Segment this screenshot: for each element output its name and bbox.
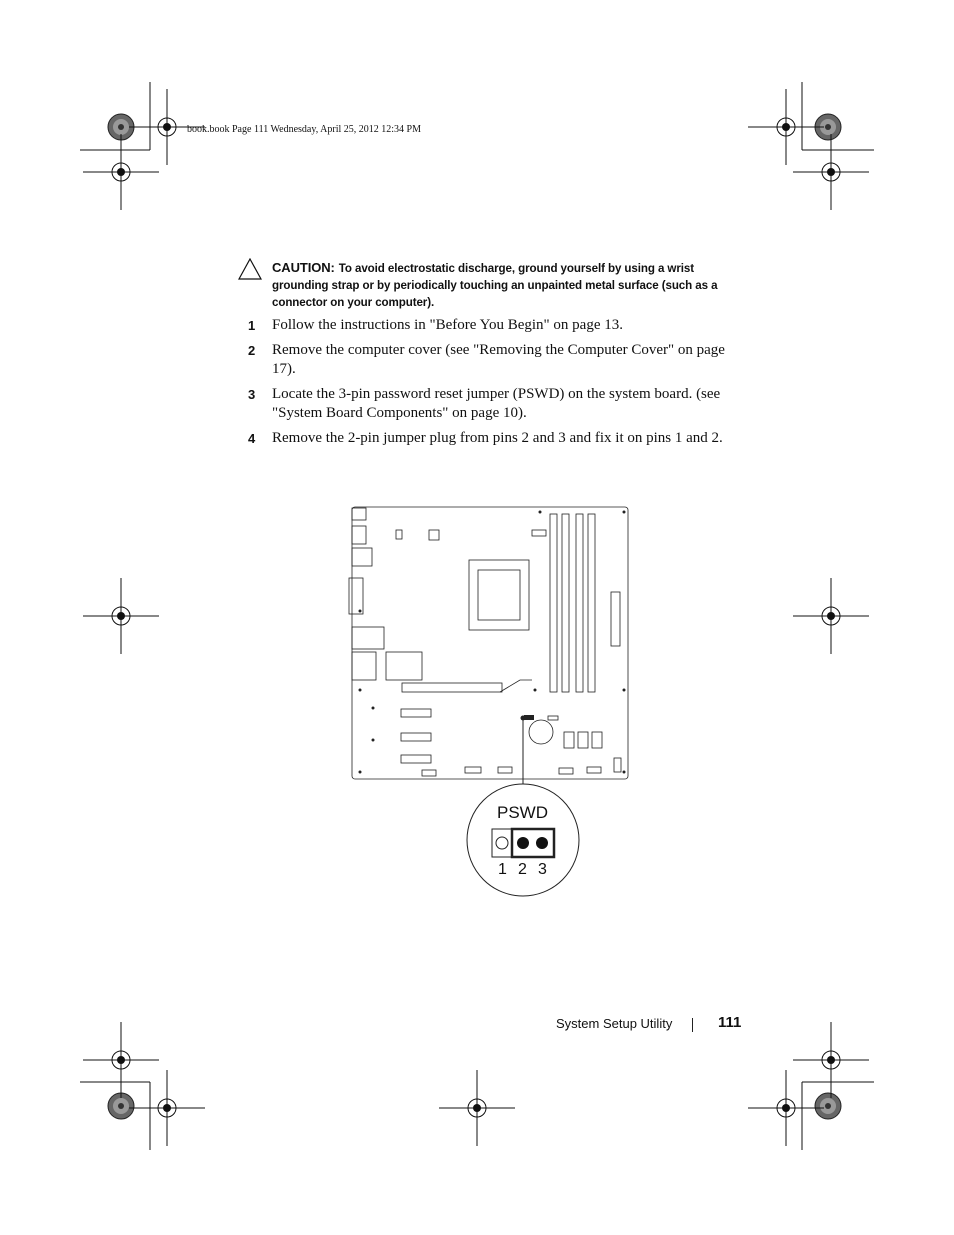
footer-section-title: System Setup Utility (556, 1016, 673, 1031)
battery (528, 719, 554, 745)
print-slug: book.book Page 111 Wednesday, April 25, … (187, 124, 421, 135)
step-number: 3 (248, 387, 256, 402)
step-number: 4 (248, 431, 256, 446)
pin-3 (536, 837, 548, 849)
system-board-diagram: PSWD 1 2 3 (348, 506, 629, 897)
caution-text: To avoid electrostatic discharge, ground… (272, 262, 718, 309)
step-text: Follow the instructions in "Before You B… (272, 317, 623, 333)
footer-divider (692, 1018, 693, 1032)
caution-label: CAUTION: (272, 260, 335, 275)
cpu-socket (468, 559, 530, 631)
pin-3-label: 3 (538, 861, 547, 878)
step-number: 1 (248, 318, 256, 333)
pswd-label: PSWD (497, 803, 548, 822)
pcie-slot (401, 682, 503, 693)
caution-icon (238, 258, 262, 280)
step-number: 2 (248, 343, 256, 358)
pin-2-label: 2 (518, 861, 527, 878)
caution-notice: CAUTION:To avoid electrostatic discharge… (272, 259, 742, 311)
board-outline (351, 506, 629, 780)
step-text: Remove the 2-pin jumper plug from pins 2… (272, 430, 723, 446)
page-number: 111 (718, 1014, 742, 1031)
pin-1 (495, 836, 509, 850)
pin-2 (517, 837, 529, 849)
step-text: Locate the 3-pin password reset jumper (… (272, 386, 721, 421)
pin-1-label: 1 (498, 861, 507, 878)
step-text: Remove the computer cover (see "Removing… (272, 342, 725, 377)
